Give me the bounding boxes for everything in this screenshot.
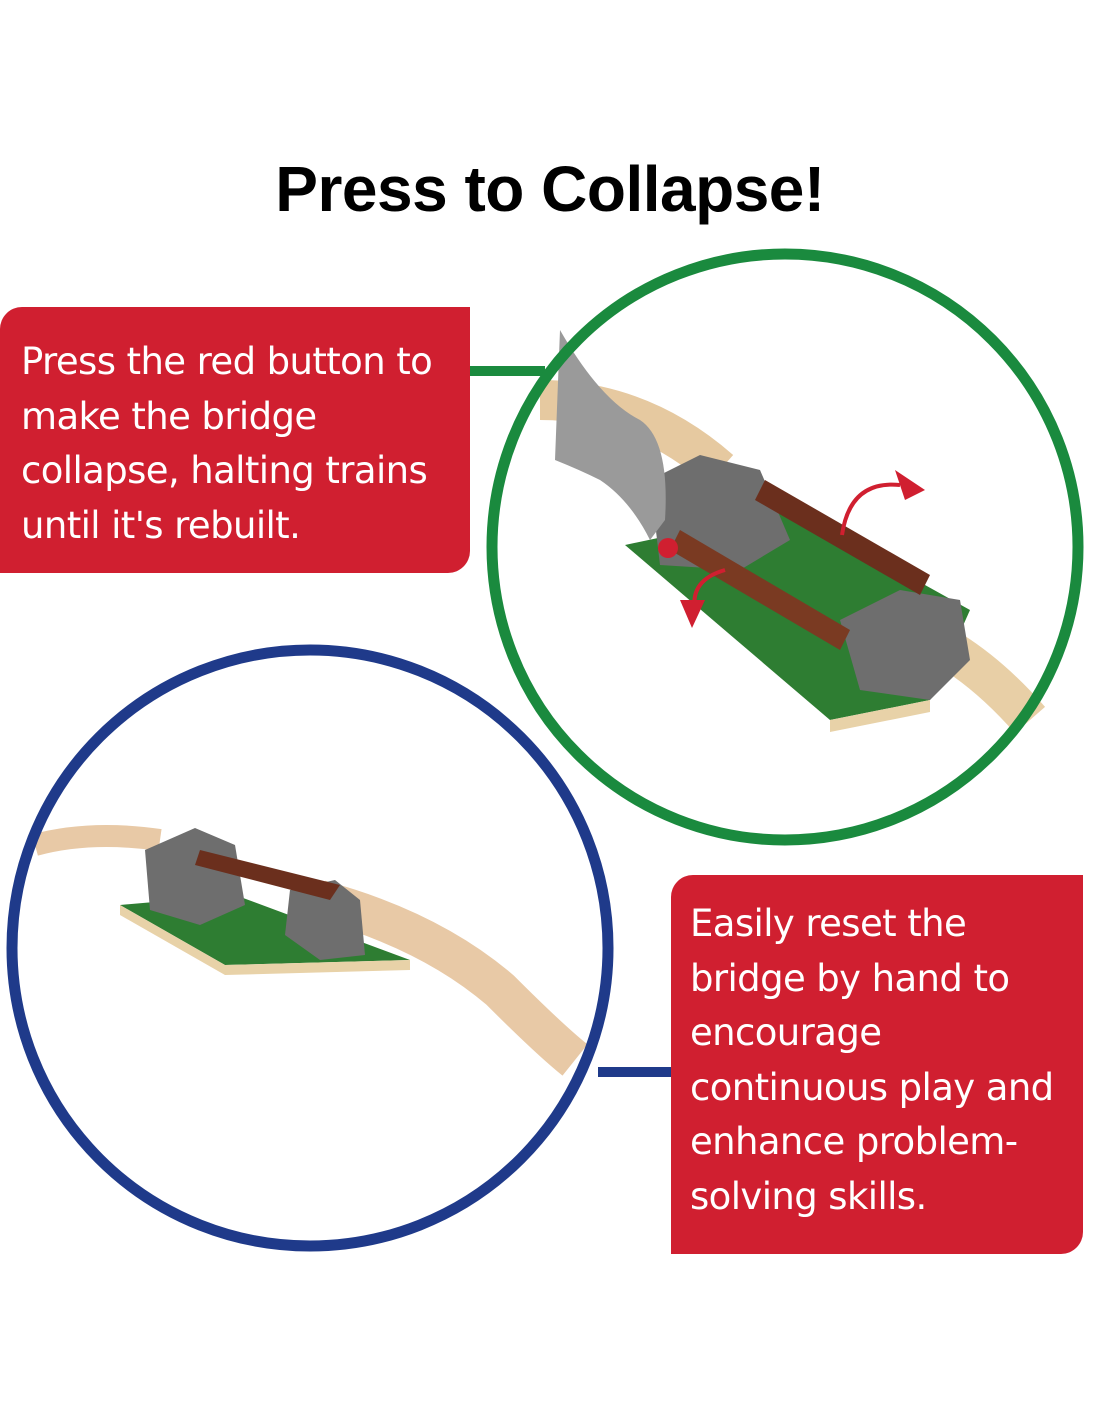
- blue-ring: [6, 644, 614, 1252]
- collapse-callout: Press the red button to make the bridge …: [0, 307, 470, 573]
- collapse-bridge-photo: [539, 330, 1046, 734]
- green-ring: [486, 248, 1084, 846]
- reset-callout: Easily reset the bridge by hand to encou…: [671, 875, 1083, 1254]
- page-title: Press to Collapse!: [275, 153, 825, 225]
- reset-bridge-photo: [32, 825, 588, 1076]
